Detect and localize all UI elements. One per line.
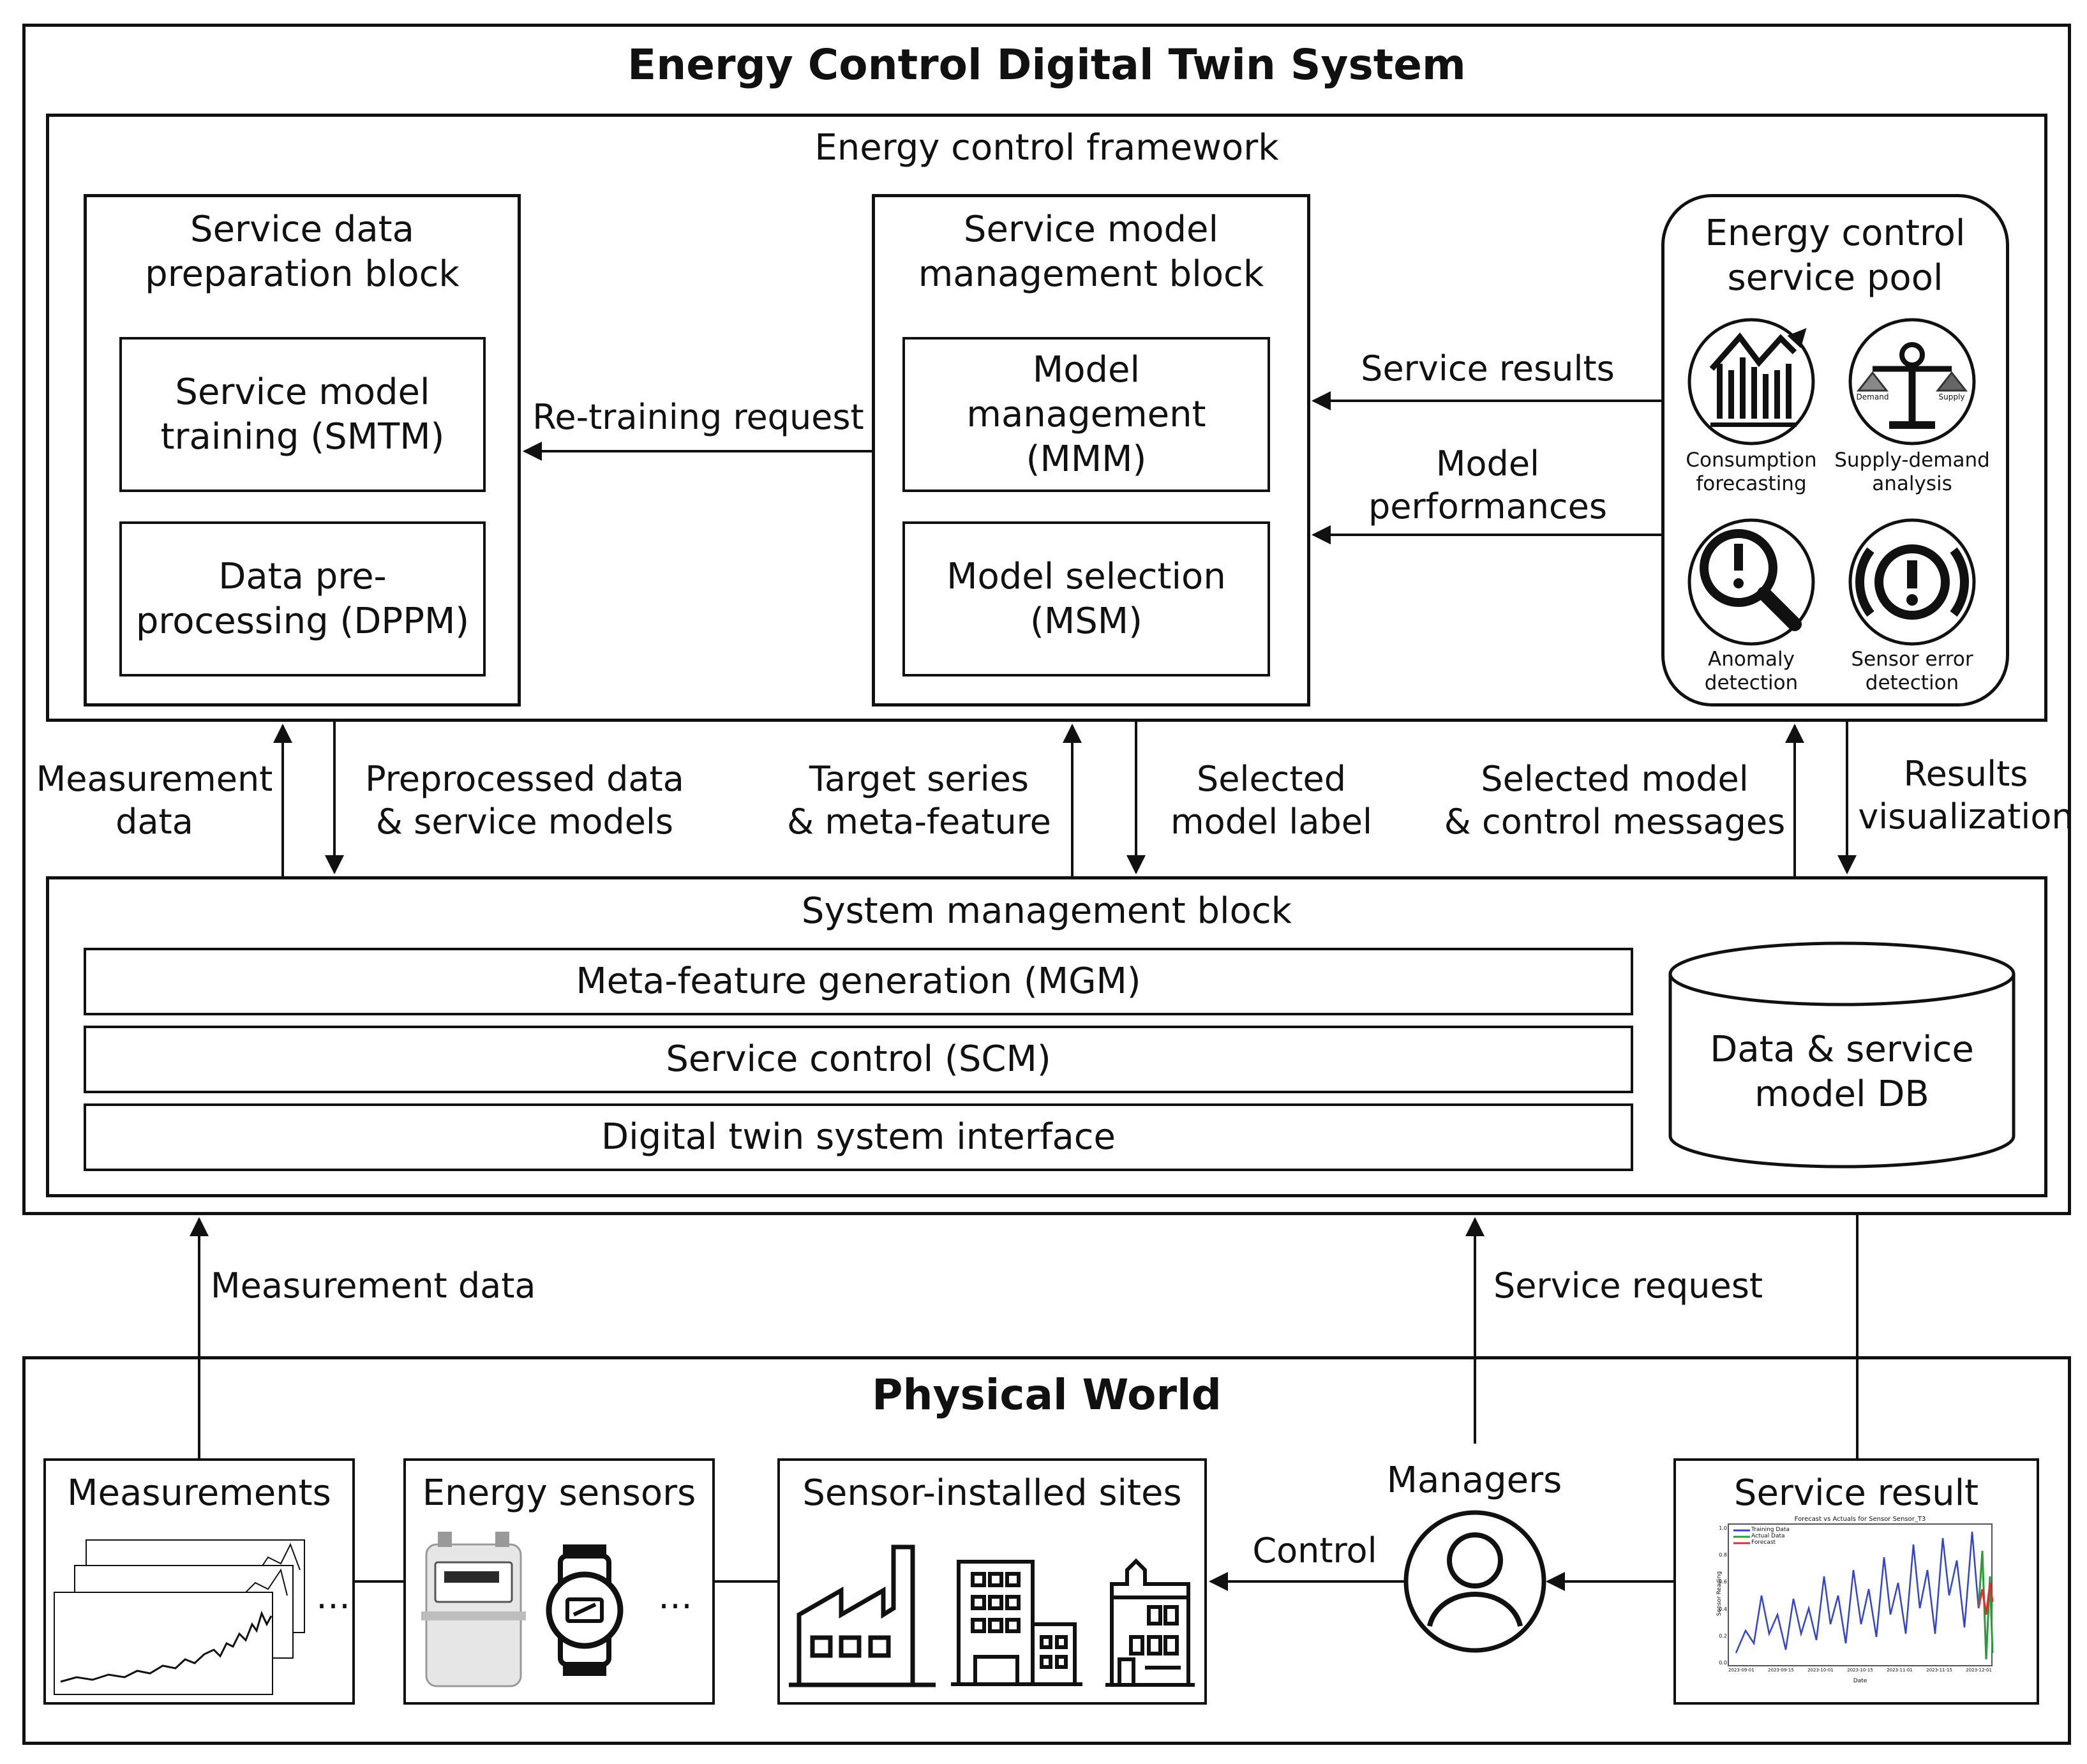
energy-sensors-label: Energy sensors: [422, 1472, 696, 1514]
office-building-icon: [951, 1560, 1082, 1686]
mini-plot-xtick: 2023-12-01: [1966, 1668, 1992, 1673]
service-results-label: Service results: [1361, 348, 1615, 389]
mini-plot-ytick: 0.0: [1719, 1659, 1727, 1666]
measurement-series-line: [60, 1610, 273, 1683]
mini-plot-xtick: 2023-11-15: [1926, 1668, 1952, 1673]
pool-title: Energy control service pool: [1705, 213, 1966, 299]
system-block-title: System management block: [801, 890, 1292, 932]
physical-world-title: Physical World: [872, 1370, 1222, 1419]
service-result-label: Service result: [1733, 1472, 1979, 1514]
measurements-label: Measurements: [67, 1472, 331, 1514]
pool-item-consumption-forecasting: Consumption forecasting: [1686, 448, 1817, 495]
house-icon: [1105, 1558, 1195, 1687]
managers-label: Managers: [1386, 1460, 1562, 1501]
database-cylinder: [1668, 941, 2016, 1169]
magnifier-alert-icon: [1687, 518, 1815, 646]
preprocessed-label: Preprocessed data & service models: [365, 758, 684, 842]
model-performances-label: Model performances: [1368, 443, 1607, 527]
warning-signal-icon: [1848, 518, 1976, 646]
mini-plot-xtick: 2023-09-15: [1768, 1668, 1794, 1673]
interface-label: Digital twin system interface: [601, 1116, 1116, 1158]
mini-plot-ytick: 0.4: [1719, 1606, 1727, 1612]
mini-plot-yticks: 0.0 0.2 0.4 0.6 0.8 1.0: [1710, 1525, 1727, 1666]
mgm-label: Meta-feature generation (MGM): [576, 960, 1141, 1002]
scm-box: [84, 1026, 1633, 1093]
pool-item-sensor-error-detection: Sensor error detection: [1851, 647, 1973, 694]
target-series-label: Target series & meta-feature: [787, 758, 1051, 842]
mini-plot-ytick: 0.6: [1719, 1579, 1727, 1585]
mini-plot-ytick: 1.0: [1719, 1525, 1727, 1531]
mini-plot-legend-forecast: Forecast: [1751, 1539, 1776, 1546]
training-series-line: [1735, 1531, 1980, 1654]
control-label: Control: [1252, 1530, 1377, 1571]
measurement-data-label: Measurement data: [211, 1266, 536, 1306]
dppm-label: Data pre- processing (DPPM): [135, 555, 470, 642]
prep-block-title: Service data preparation block: [145, 209, 460, 295]
pool-item-supply-demand-analysis: Supply-demand analysis: [1834, 448, 1990, 495]
mini-plot-title: Forecast vs Actuals for Sensor Sensor_T3: [1794, 1515, 1926, 1523]
mini-plot-xtick: 2023-09-01: [1728, 1668, 1754, 1673]
smtm-box: [119, 337, 486, 492]
factory-icon: [789, 1544, 936, 1687]
mini-plot-legend-training: Training Data: [1751, 1527, 1790, 1534]
interface-box: [84, 1103, 1633, 1171]
manager-user-icon: [1403, 1510, 1546, 1653]
forecast-series-line: [1977, 1582, 1994, 1615]
mgm-box: [84, 948, 1633, 1015]
framework-title: Energy control framework: [814, 127, 1279, 168]
measurement-plot-stack-icon: [54, 1539, 305, 1695]
msm-box: [902, 521, 1270, 676]
service-result-plot: [1728, 1523, 1994, 1666]
system-title: Energy Control Digital Twin System: [627, 40, 1466, 89]
smtm-label: Service model training (SMTM): [160, 371, 445, 458]
scale-demand-label: Demand: [1856, 392, 1889, 401]
mmm-label: Model management (MMM): [966, 348, 1206, 480]
mini-plot-xtick: 2023-10-15: [1847, 1668, 1873, 1673]
energy-control-service-pool: [1661, 194, 2009, 706]
balance-scale-icon: [1848, 318, 1976, 445]
mini-plot-xtick: 2023-11-01: [1887, 1668, 1913, 1673]
model-block-title: Service model management block: [918, 209, 1264, 295]
mmm-box: [902, 337, 1270, 492]
service-request-label: Service request: [1493, 1266, 1763, 1306]
scm-label: Service control (SCM): [666, 1038, 1051, 1080]
pool-item-anomaly-detection: Anomaly detection: [1704, 647, 1799, 694]
mini-plot-xlabel: Date: [1853, 1678, 1867, 1685]
smart-meter-icon: [546, 1544, 624, 1676]
bar-chart-trend-icon: [1687, 318, 1815, 445]
msm-label: Model selection (MSM): [946, 555, 1226, 642]
scale-supply-label: Supply: [1938, 392, 1965, 401]
measurements-ellipsis: …: [316, 1576, 350, 1617]
selected-model-label-label: Selected model label: [1171, 758, 1372, 842]
measurement-data-up-label: Measurement data: [36, 758, 273, 842]
mini-plot-ytick: 0.2: [1719, 1633, 1727, 1639]
plot-legend-icon: [1733, 1529, 1750, 1544]
sensor-installed-sites-label: Sensor-installed sites: [802, 1472, 1182, 1514]
gas-meter-icon: [421, 1532, 526, 1687]
dppm-box: [119, 521, 486, 676]
mini-plot-legend-actual: Actual Data: [1751, 1533, 1785, 1540]
retraining-request-label: Re-training request: [532, 397, 864, 438]
mini-plot-ytick: 0.8: [1719, 1552, 1727, 1558]
mini-plot-xtick: 2023-10-01: [1807, 1668, 1834, 1673]
mini-plot-xticks: 2023-09-01 2023-09-15 2023-10-01 2023-10…: [1728, 1668, 1992, 1675]
actual-series-line: [1977, 1550, 1994, 1660]
database-label: Data & service model DB: [1710, 1029, 1974, 1115]
selected-model-messages-label: Selected model & control messages: [1444, 758, 1786, 842]
sensors-ellipsis: …: [658, 1576, 692, 1617]
results-visualization-label: Results visualization: [1858, 753, 2074, 837]
